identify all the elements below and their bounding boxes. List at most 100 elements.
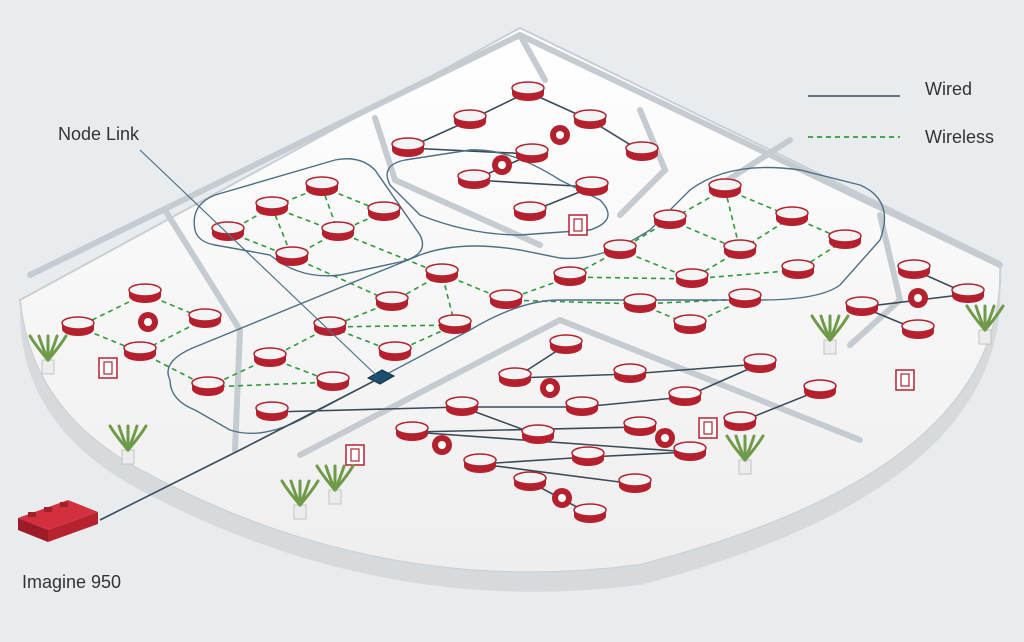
ceiling-sensor-node-icon xyxy=(391,137,425,157)
wall-sensor-icon xyxy=(432,435,452,455)
wireless-link xyxy=(207,381,334,388)
ceiling-sensor-node-icon xyxy=(708,178,742,198)
wall-sensor-icon xyxy=(138,312,158,332)
wired-link xyxy=(581,396,686,408)
ceiling-sensor-node-icon xyxy=(623,293,657,313)
legend-wired-label: Wired xyxy=(925,79,973,99)
ceiling-sensor-node-icon xyxy=(445,396,479,416)
node-link-callout-line xyxy=(139,149,377,376)
ceiling-sensor-node-icon xyxy=(275,246,309,266)
wireless-link xyxy=(337,231,443,275)
ceiling-sensor-node-icon xyxy=(625,141,659,161)
ceiling-sensor-node-icon xyxy=(378,341,412,361)
wall-switch-icon xyxy=(698,417,718,439)
ceiling-sensor-node-icon xyxy=(513,471,547,491)
plant-icon xyxy=(280,479,320,520)
ceiling-sensor-node-icon xyxy=(61,316,95,336)
ceiling-sensor-node-icon xyxy=(573,109,607,129)
ceiling-sensor-node-icon xyxy=(438,314,472,334)
wall-sensor-icon xyxy=(655,428,675,448)
controller-cable xyxy=(99,379,377,521)
device-label: Imagine 950 xyxy=(22,572,122,592)
wired-link xyxy=(271,406,463,413)
ceiling-sensor-node-icon xyxy=(743,353,777,373)
ceiling-sensor-node-icon xyxy=(375,291,409,311)
loop-cable-main xyxy=(167,166,886,435)
ceiling-sensor-node-icon xyxy=(515,143,549,163)
ceiling-sensor-node-icon xyxy=(623,416,657,436)
ceiling-sensor-node-icon xyxy=(673,441,707,461)
ceiling-sensor-node-icon xyxy=(489,289,523,309)
plants xyxy=(28,304,1005,520)
wall-sensor-icon xyxy=(550,125,570,145)
ceiling-sensor-node-icon xyxy=(211,221,245,241)
ceiling-sensor-node-icon xyxy=(313,316,347,336)
ceiling-sensor-node-icon xyxy=(425,263,459,283)
node-link-label: Node Link xyxy=(58,124,140,144)
ceiling-sensor-node-icon xyxy=(573,503,607,523)
imagine-950-controller-icon xyxy=(18,500,98,542)
wireless-link xyxy=(724,188,741,251)
ceiling-sensor-node-icon xyxy=(618,473,652,493)
ceiling-sensor-node-icon xyxy=(255,401,289,421)
ceiling-sensor-node-icon xyxy=(613,363,647,383)
ceiling-sensor-node-icon xyxy=(723,239,757,259)
wired-link xyxy=(479,456,589,465)
wired-link xyxy=(407,147,533,155)
ceiling-sensor-node-icon xyxy=(549,334,583,354)
ceiling-sensor-node-icon xyxy=(188,308,222,328)
wall-sensor-icon xyxy=(552,488,572,508)
walls xyxy=(27,31,1003,458)
plant-icon xyxy=(315,464,355,505)
wall-switch-icon xyxy=(345,444,365,466)
ceiling-sensor-node-icon xyxy=(553,266,587,286)
wireless-link xyxy=(291,256,393,303)
wall-switch-icon xyxy=(98,357,118,379)
wired-link xyxy=(479,463,636,485)
wall-sensors xyxy=(138,125,928,508)
ceiling-sensor-node-icon xyxy=(513,201,547,221)
ceiling-nodes xyxy=(61,81,985,523)
ceiling-sensor-node-icon xyxy=(673,314,707,334)
ceiling-sensor-node-icon xyxy=(316,371,350,391)
ceiling-sensor-node-icon xyxy=(511,81,545,101)
wall-sensor-icon xyxy=(492,155,512,175)
ceiling-sensor-node-icon xyxy=(901,319,935,339)
loop-cable xyxy=(193,149,609,277)
ceiling-sensor-node-icon xyxy=(191,376,225,396)
ceiling-sensor-node-icon xyxy=(951,283,985,303)
wired-link xyxy=(629,363,761,375)
plant-icon xyxy=(965,304,1005,345)
ceiling-sensor-node-icon xyxy=(521,424,555,444)
ceiling-sensor-node-icon xyxy=(305,176,339,196)
plant-icon xyxy=(28,334,68,375)
ceiling-sensor-node-icon xyxy=(653,209,687,229)
ceiling-sensor-node-icon xyxy=(463,453,497,473)
ceiling-sensor-node-icon xyxy=(128,283,162,303)
plant-icon xyxy=(810,314,850,355)
plant-icon xyxy=(725,434,765,475)
ceiling-sensor-node-icon xyxy=(803,379,837,399)
ceiling-sensor-node-icon xyxy=(123,341,157,361)
ceiling-sensor-node-icon xyxy=(781,259,815,279)
ceiling-sensor-node-icon xyxy=(603,239,637,259)
plant-icon xyxy=(108,424,148,465)
wired-link xyxy=(587,451,691,458)
ceiling-sensor-node-icon xyxy=(321,221,355,241)
wireless-link xyxy=(505,299,641,305)
ceiling-sensor-node-icon xyxy=(668,386,702,406)
wall-switches xyxy=(98,214,915,466)
wireless-link xyxy=(329,324,456,328)
ceiling-sensor-node-icon xyxy=(453,109,487,129)
ceiling-sensor-node-icon xyxy=(723,411,757,431)
wireless-link xyxy=(569,276,693,280)
legend-wireless-label: Wireless xyxy=(925,127,995,147)
ceiling-sensor-node-icon xyxy=(367,201,401,221)
ceiling-sensor-node-icon xyxy=(775,206,809,226)
ceiling-sensor-node-icon xyxy=(253,347,287,367)
ceiling-sensor-node-icon xyxy=(897,259,931,279)
ceiling-sensor-node-icon xyxy=(395,421,429,441)
ceiling-sensor-node-icon xyxy=(571,446,605,466)
